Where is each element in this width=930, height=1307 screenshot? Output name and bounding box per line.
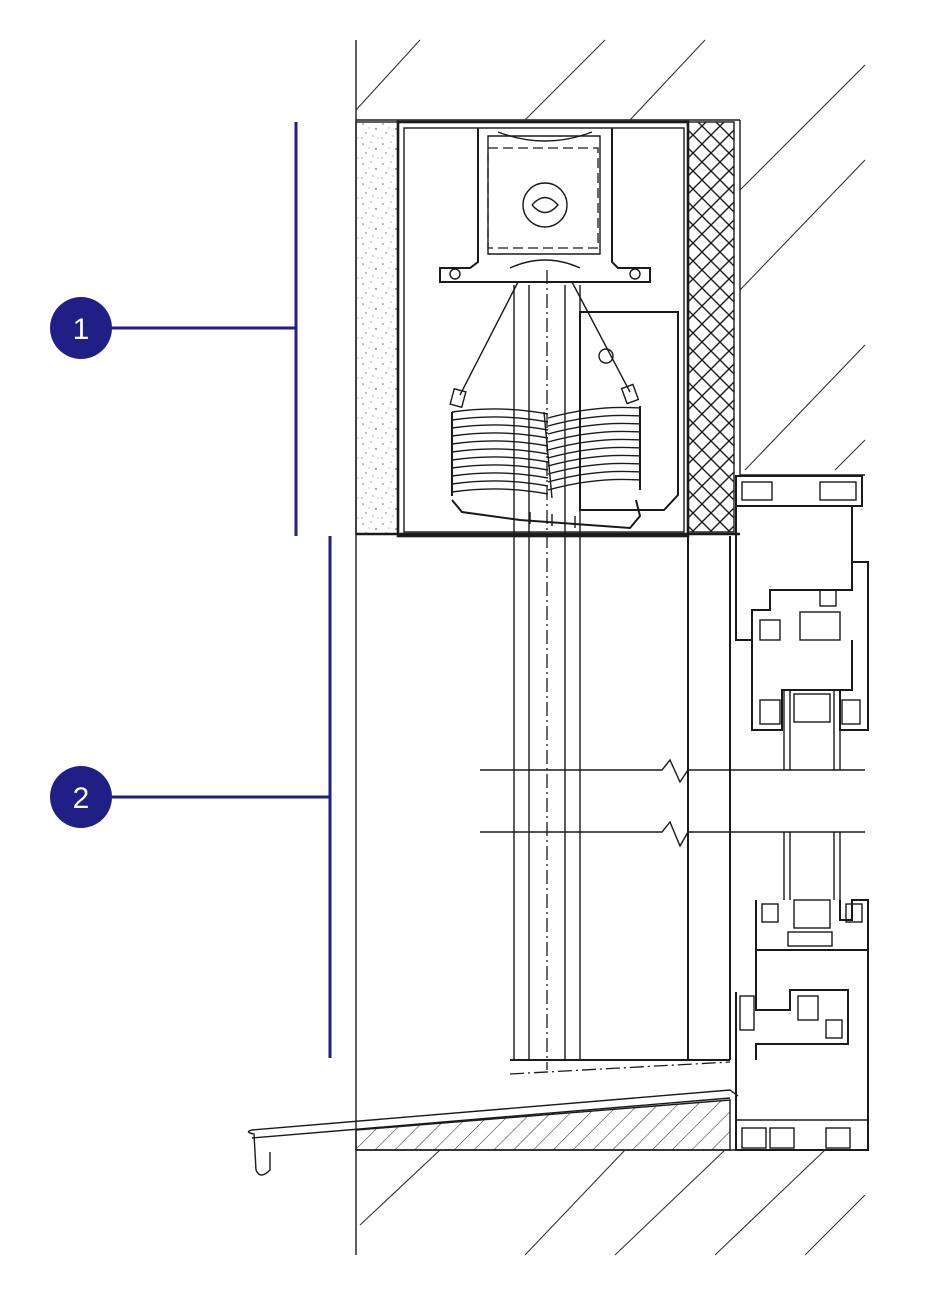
lintel-wall: [355, 39, 866, 1255]
callout-2-badge: [50, 766, 112, 828]
tilt-mechanism: [449, 281, 679, 511]
window-sill: [247, 1089, 865, 1176]
thermal-insulation: [687, 121, 735, 533]
shutter-box: [356, 120, 740, 538]
guide-rails: [509, 270, 731, 1075]
callout-1-badge: [50, 297, 112, 359]
insulation-panel: [355, 121, 399, 535]
break-lines: [480, 758, 865, 848]
window-frame-top: [735, 475, 869, 770]
callout-2: 2: [50, 536, 332, 1058]
motor-bracket: [439, 128, 651, 283]
window-frame-bottom: [735, 832, 869, 1151]
callout-1: 1: [50, 122, 298, 536]
stacked-slats: [451, 406, 642, 530]
wall-below: [359, 1149, 866, 1256]
callout-1-number: 1: [73, 313, 90, 346]
callout-2-number: 2: [73, 782, 90, 815]
